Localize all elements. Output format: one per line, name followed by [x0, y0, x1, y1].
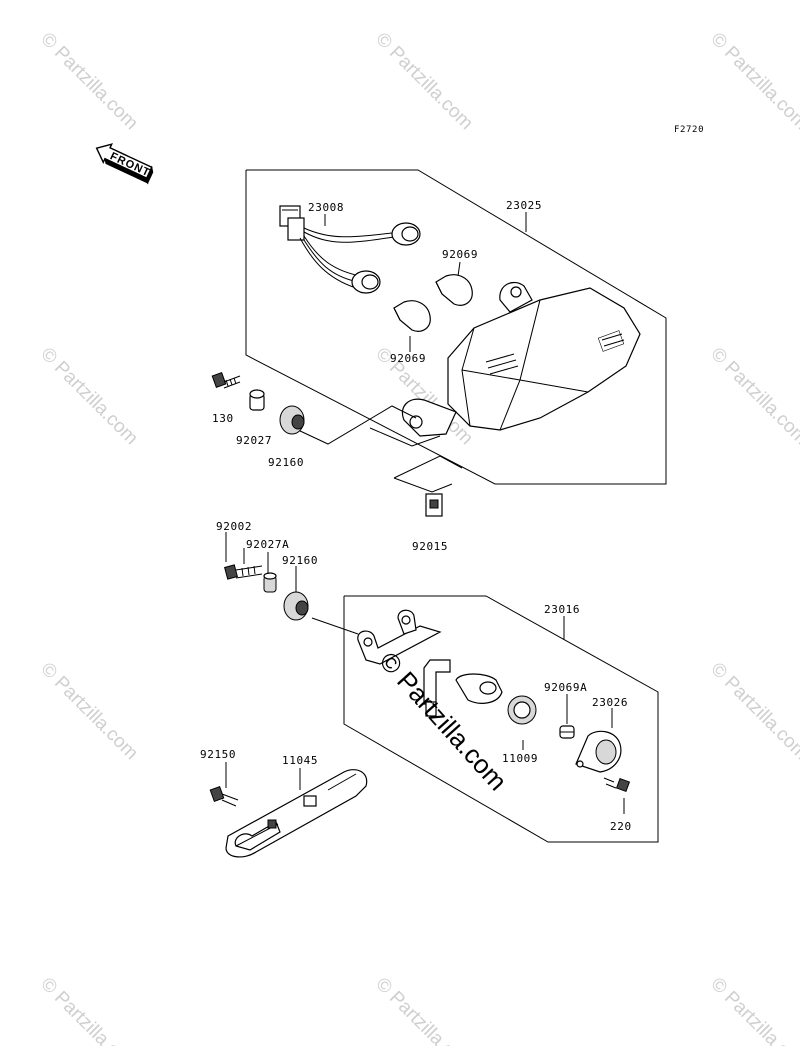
watermark: © Partzilla.com — [36, 659, 141, 764]
part-label: 92069 — [390, 352, 426, 365]
part-labels: 23008 23025 92069 92069 130 92027 92160 … — [200, 199, 632, 833]
part-label: 23026 — [592, 696, 628, 709]
watermark: © Partzilla.com — [706, 659, 800, 764]
wiring-harness-23008 — [279, 205, 421, 294]
assembly-outline-23016 — [343, 595, 659, 843]
watermark: © Partzilla.com — [706, 974, 800, 1046]
part-label: 92002 — [216, 520, 252, 533]
watermark: © Partzilla.com — [371, 974, 476, 1046]
watermark: © Partzilla.com — [36, 29, 141, 134]
collar-92027 — [249, 389, 265, 411]
part-label: 92015 — [412, 540, 448, 553]
watermark: © Partzilla.com — [36, 974, 141, 1046]
grommet-92160-lower — [283, 591, 309, 621]
lens-cover-23026 — [575, 730, 622, 773]
lens-11009 — [507, 695, 537, 725]
front-arrow-icon: FRONT — [95, 143, 154, 185]
leader-lines-lower — [225, 532, 625, 814]
part-label: 130 — [212, 412, 234, 425]
assembly-outline-23025 — [245, 169, 667, 485]
nut-92015 — [425, 493, 443, 517]
part-label: 11009 — [502, 752, 538, 765]
bulb-92069-top — [435, 274, 473, 306]
watermark-layer: © Partzilla.com © Partzilla.com © Partzi… — [36, 29, 800, 1046]
bolt-92150 — [209, 786, 239, 807]
watermark: © Partzilla.com — [371, 29, 476, 134]
collar-92027A — [263, 572, 277, 593]
watermark: © Partzilla.com — [706, 344, 800, 449]
part-label: 92150 — [200, 748, 236, 761]
bulb-92069-bottom — [393, 300, 431, 332]
part-label: 23016 — [544, 603, 580, 616]
part-label: 92069A — [544, 681, 587, 694]
bolt-92002 — [224, 564, 263, 580]
watermark: © Partzilla.com — [36, 344, 141, 449]
part-label: 220 — [610, 820, 632, 833]
leader-lines-upper — [297, 212, 527, 493]
part-label: 92027 — [236, 434, 272, 447]
taillight-housing-23025 — [401, 281, 641, 437]
part-label: 92160 — [282, 554, 318, 567]
bracket-11045 — [225, 769, 368, 858]
diagram-code: F2720 — [674, 125, 704, 135]
socket-wire — [423, 659, 503, 717]
part-label: 92069 — [442, 248, 478, 261]
part-label: 92160 — [268, 456, 304, 469]
bulb-92069A — [559, 725, 575, 739]
part-label: 92027A — [246, 538, 289, 551]
watermark: © Partzilla.com — [706, 29, 800, 134]
part-label: 11045 — [282, 754, 318, 767]
license-light-bracket — [357, 609, 442, 665]
screw-220 — [603, 777, 631, 793]
part-label: 23008 — [308, 201, 344, 214]
grommet-92160-upper — [279, 405, 305, 435]
bolt-130 — [211, 372, 241, 389]
part-label: 23025 — [506, 199, 542, 212]
